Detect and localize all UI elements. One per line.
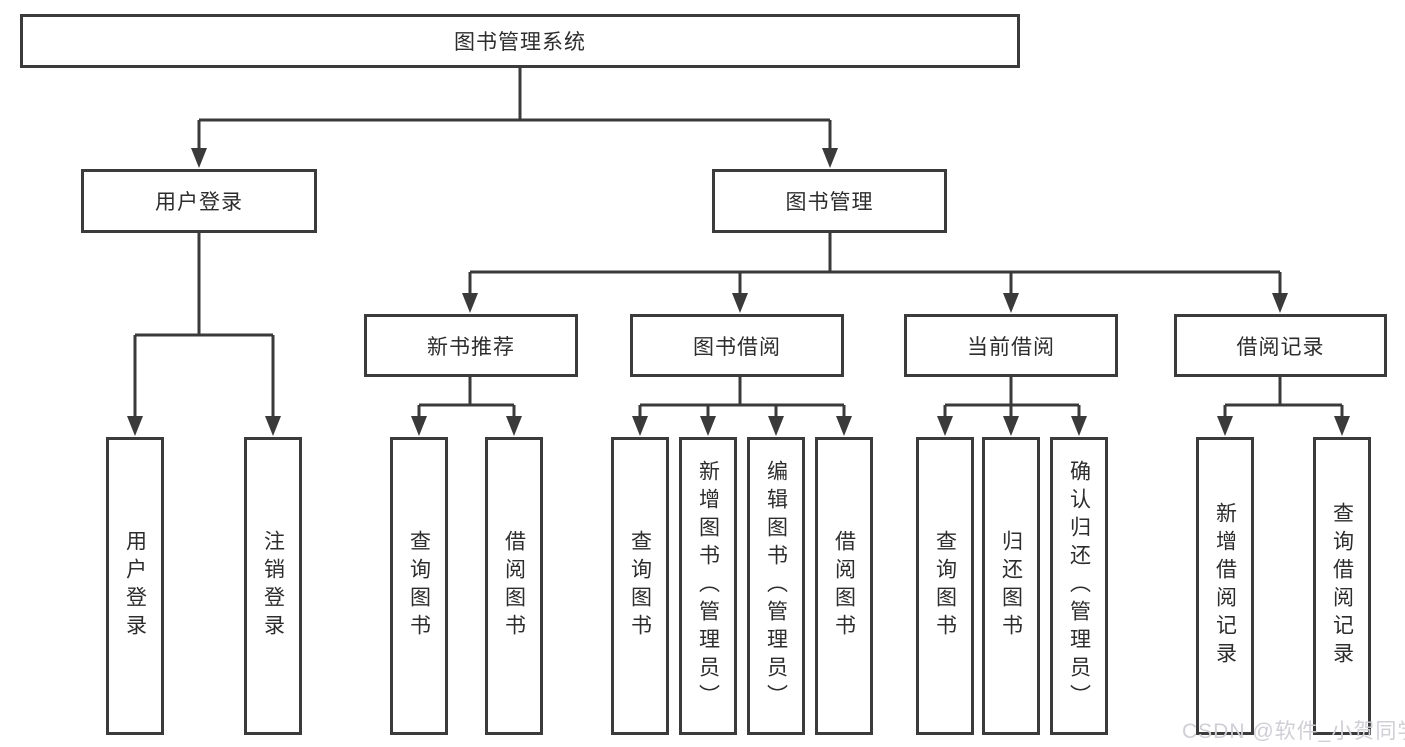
node-user-login: 用户登录 (81, 169, 317, 233)
leaf-label: 查询借阅记录 (1330, 502, 1354, 670)
leaf-label: 查询图书 (933, 530, 957, 642)
node-borrow-records: 借阅记录 (1174, 314, 1387, 377)
node-new-book-recommend: 新书推荐 (364, 314, 578, 377)
leaf-query-books-current: 查询图书 (916, 437, 974, 735)
leaf-query-borrow-record: 查询借阅记录 (1313, 437, 1371, 735)
node-label: 图书管理系统 (454, 31, 586, 54)
leaf-add-borrow-record: 新增借阅记录 (1196, 437, 1254, 735)
node-library-management-system: 图书管理系统 (20, 14, 1020, 68)
leaf-borrow-books-recommend: 借阅图书 (485, 437, 543, 735)
leaf-query-books-borrow: 查询图书 (611, 437, 669, 735)
leaf-label: 新增图书（管理员） (696, 460, 720, 712)
leaf-label: 借阅图书 (832, 530, 856, 642)
leaf-label: 确认归还（管理员） (1067, 460, 1091, 712)
leaf-label: 查询图书 (407, 530, 431, 642)
leaf-label: 归还图书 (999, 530, 1023, 642)
leaf-logout: 注销登录 (244, 437, 302, 735)
leaf-label: 注销登录 (261, 530, 285, 642)
leaf-query-books-recommend: 查询图书 (390, 437, 448, 735)
node-current-borrow: 当前借阅 (904, 314, 1118, 377)
leaf-return-book: 归还图书 (982, 437, 1040, 735)
leaf-label: 新增借阅记录 (1213, 502, 1237, 670)
csdn-watermark: CSDN @软件_小贺同学 (1182, 720, 1405, 743)
leaf-label: 查询图书 (628, 530, 652, 642)
node-label: 图书借阅 (693, 335, 781, 359)
leaf-borrow-books: 借阅图书 (815, 437, 873, 735)
leaf-confirm-return-admin: 确认归还（管理员） (1050, 437, 1108, 735)
leaf-label: 用户登录 (123, 530, 147, 642)
node-label: 用户登录 (155, 191, 243, 214)
leaf-label: 编辑图书（管理员） (764, 460, 788, 712)
node-label: 借阅记录 (1236, 335, 1325, 359)
leaf-add-book-admin: 新增图书（管理员） (679, 437, 737, 735)
leaf-edit-book-admin: 编辑图书（管理员） (747, 437, 805, 735)
node-label: 图书管理 (785, 191, 874, 214)
node-book-management: 图书管理 (712, 169, 947, 233)
node-label: 当前借阅 (967, 335, 1055, 359)
leaf-label: 借阅图书 (502, 530, 526, 642)
node-label: 新书推荐 (427, 335, 515, 359)
leaf-user-login: 用户登录 (106, 437, 164, 735)
node-book-borrow: 图书借阅 (630, 314, 844, 377)
